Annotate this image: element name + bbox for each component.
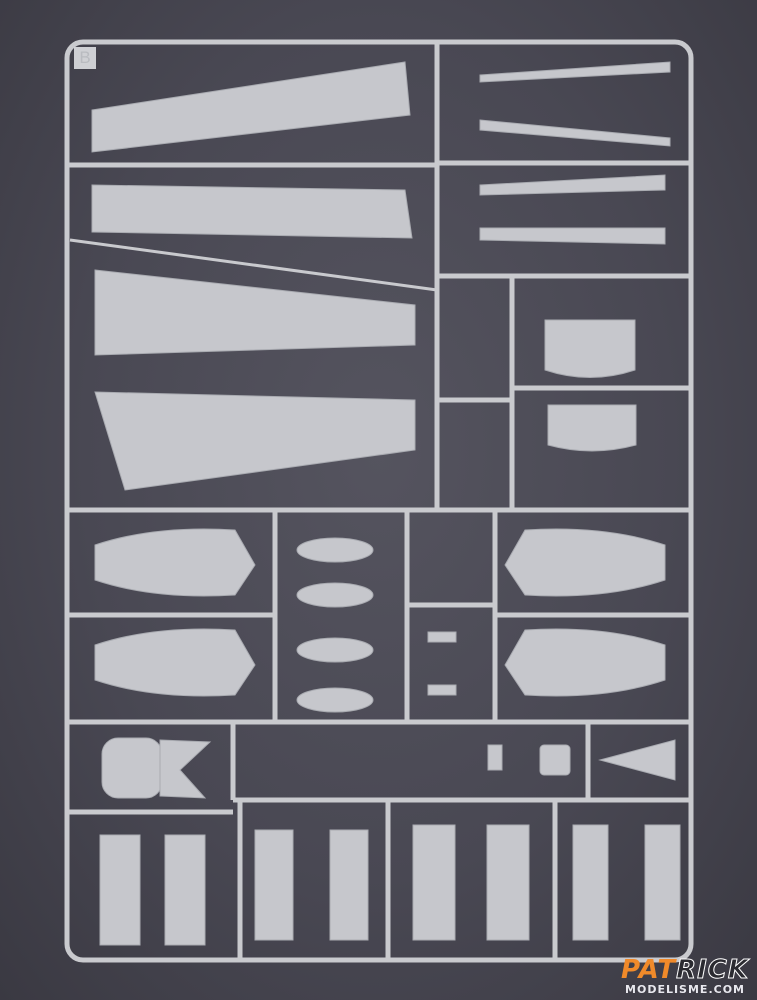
wing-upper	[94, 269, 416, 356]
watermark-brand-left: PAT	[621, 955, 677, 985]
wing-lower	[94, 391, 416, 491]
fuselage-half-upper	[91, 61, 411, 153]
sprue-runners	[64, 39, 694, 963]
watermark-logo: PATRICK MODELISME.COM	[621, 955, 749, 997]
watermark-brand: PATRICK	[621, 955, 749, 985]
plastic-parts	[91, 61, 681, 946]
watermark-site: MODELISME.COM	[625, 983, 745, 996]
sprue-letter-tag: B	[74, 47, 96, 69]
watermark-brand-right: RICK	[676, 955, 749, 985]
